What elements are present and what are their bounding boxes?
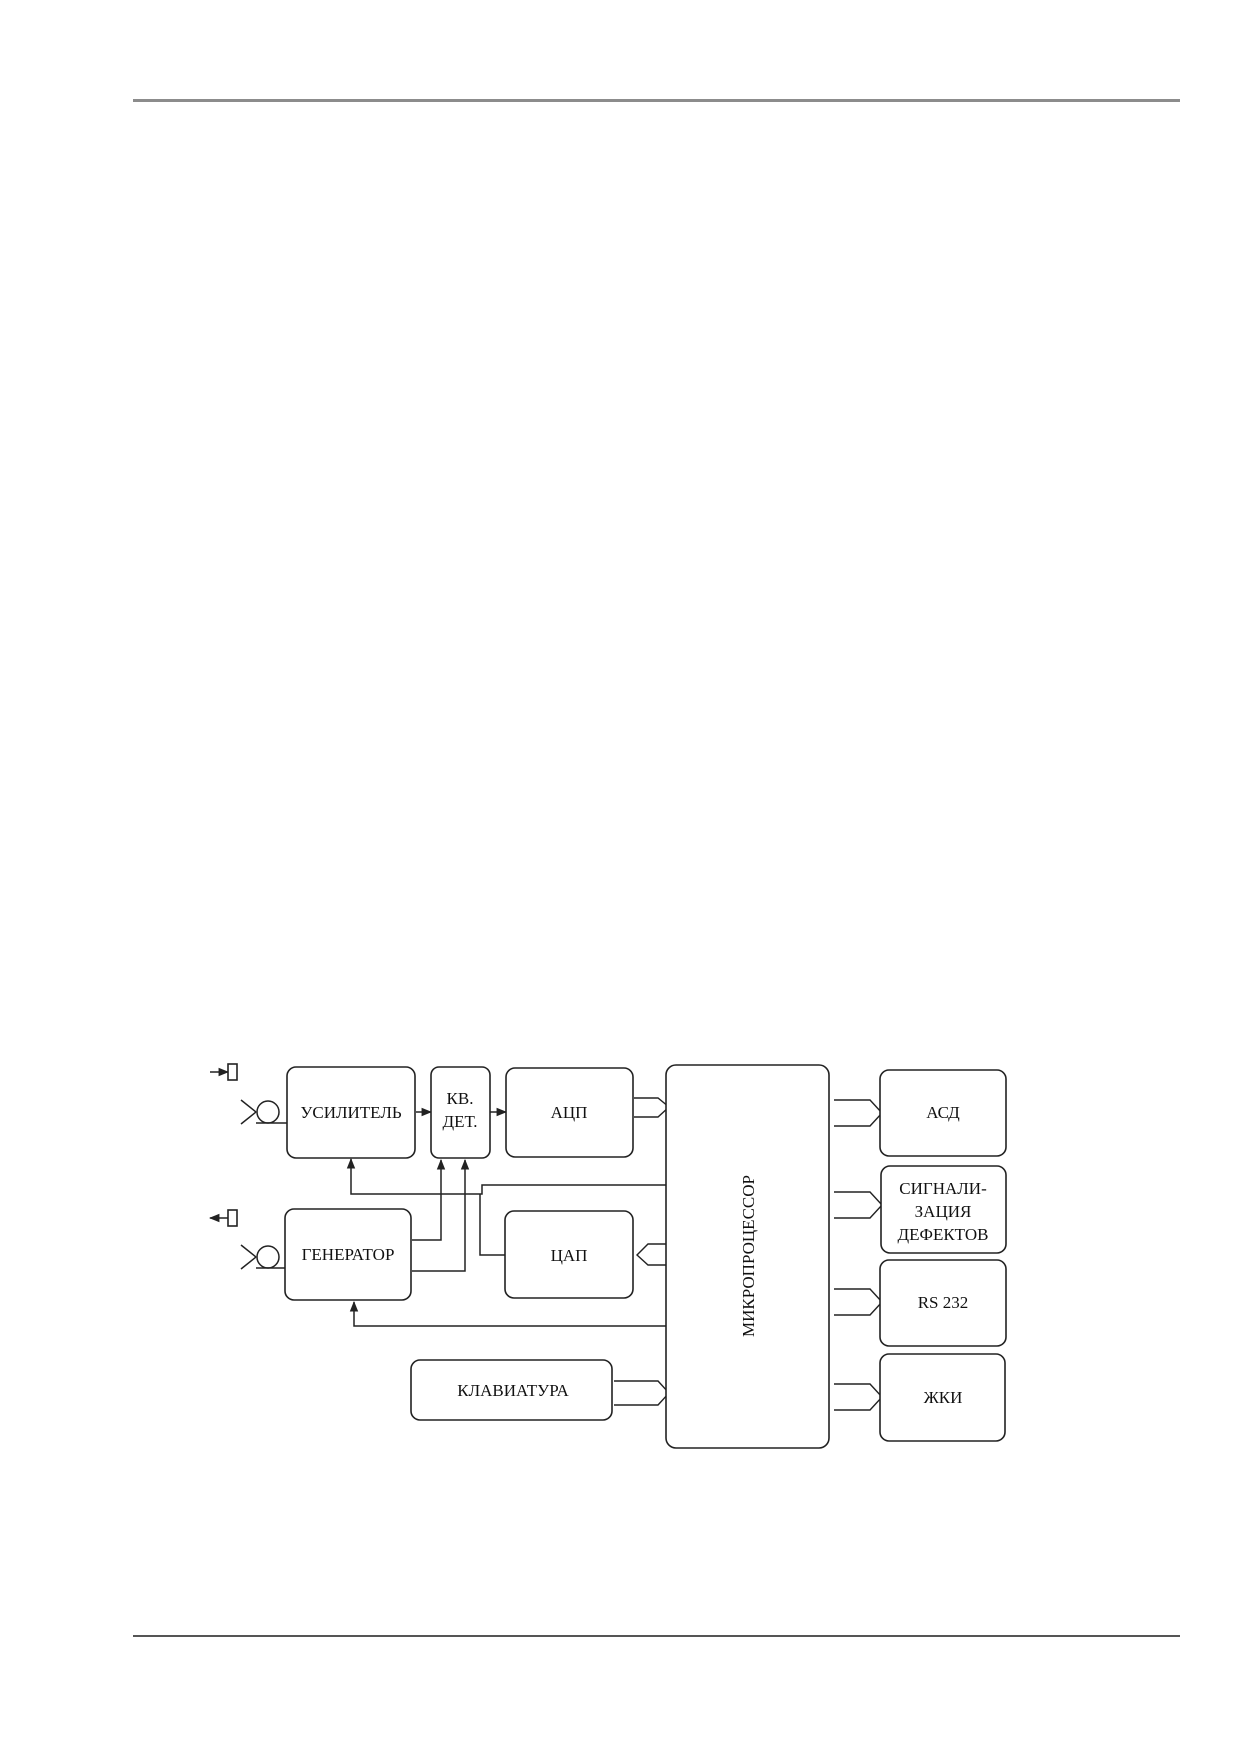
keyboard-block: КЛАВИАТУРА [410,1359,613,1421]
footer-rule [133,1635,1180,1637]
dac-label: ЦАП [551,1246,588,1265]
rs232-block: RS 232 [879,1259,1007,1347]
microprocessor-block: МИКРОПРОЦЕССОР [665,1064,830,1449]
asd-label: АСД [926,1103,960,1122]
amplifier-block: УСИЛИТЕЛЬ [286,1066,416,1159]
adc-block: АЦП [505,1067,634,1158]
dac-block: ЦАП [504,1210,634,1299]
generator-label: ГЕНЕРАТОР [302,1245,395,1264]
lcd-label: ЖКИ [924,1388,963,1407]
probe-input-icon [210,1063,287,1125]
defect-signaling-label-line1: СИГНАЛИ- [899,1179,987,1198]
keyboard-label: КЛАВИАТУРА [457,1381,569,1400]
rs232-label: RS 232 [918,1293,969,1312]
adc-label: АЦП [551,1103,588,1122]
probe-output-icon [208,1209,285,1270]
detector-block: КВ. ДЕТ. [430,1066,491,1159]
detector-label-line2: ДЕТ. [443,1112,478,1131]
defect-signaling-label-line3: ДЕФЕКТОВ [898,1225,989,1244]
generator-block: ГЕНЕРАТОР [284,1208,412,1301]
lcd-block: ЖКИ [879,1353,1006,1442]
amplifier-label: УСИЛИТЕЛЬ [300,1103,402,1122]
signal-lines [346,1107,672,1327]
defect-signaling-block: СИГНАЛИ- ЗАЦИЯ ДЕФЕКТОВ [880,1165,1007,1254]
microprocessor-label: МИКРОПРОЦЕССОР [739,1175,758,1337]
detector-label-line1: КВ. [447,1089,474,1108]
header-rule [133,99,1180,102]
defect-signaling-label-line2: ЗАЦИЯ [915,1202,972,1221]
asd-block: АСД [879,1069,1007,1157]
